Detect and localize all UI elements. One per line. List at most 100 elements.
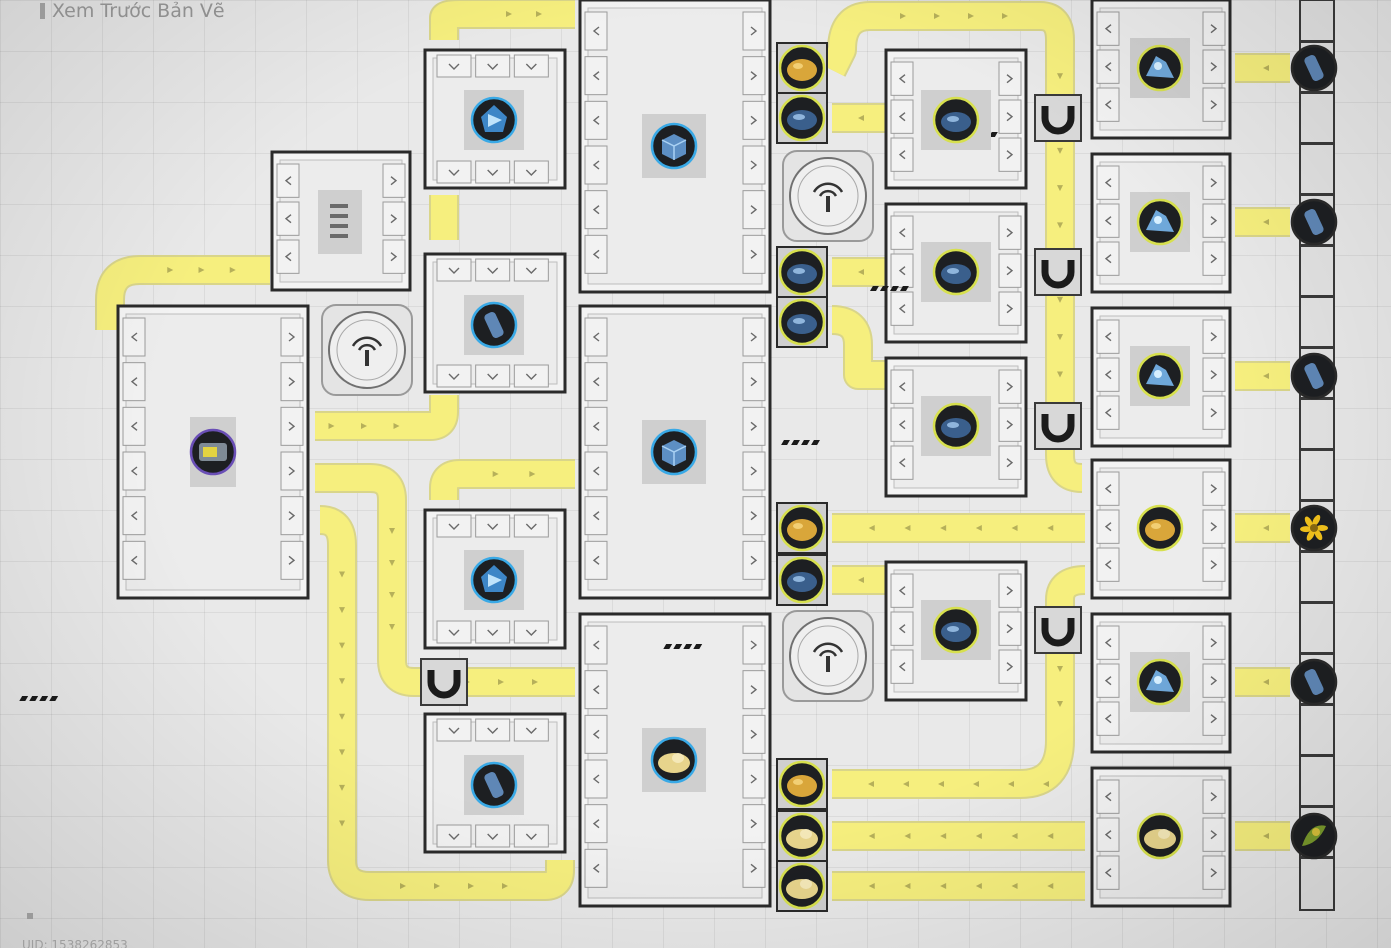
belt-arrow-icon [975, 883, 982, 889]
machine-port [513, 54, 549, 78]
belt-arrow-icon [904, 525, 911, 531]
belt-arrow-icon [1263, 525, 1269, 531]
refined-plate-icon [650, 122, 698, 170]
belt-arrow-icon [339, 642, 345, 649]
port-chevron-icon [288, 555, 296, 565]
port-chevron-icon [448, 523, 460, 530]
port-chevron-icon [1104, 370, 1112, 380]
belt-arrow-icon [1057, 222, 1063, 229]
port-chevron-icon [448, 833, 460, 840]
port-chevron-icon [750, 205, 758, 215]
machine-port [742, 234, 766, 274]
iron-ore-station [778, 94, 826, 142]
machine-port [436, 160, 472, 184]
port-chevron-icon [1104, 868, 1112, 878]
port-chevron-icon [750, 729, 758, 739]
port-chevron-icon [1210, 24, 1218, 34]
pale-ore-station [778, 862, 826, 910]
storage-slot [330, 214, 348, 218]
belt-arrow-icon [940, 833, 947, 839]
port-chevron-icon [592, 377, 600, 387]
port-chevron-icon [750, 863, 758, 873]
belt-arrow-icon [868, 833, 875, 839]
port-chevron-icon [1210, 100, 1218, 110]
machine-port [584, 100, 608, 140]
port-chevron-icon [1104, 830, 1112, 840]
port-chevron-icon [487, 727, 499, 734]
port-chevron-icon [1006, 112, 1014, 122]
machine-port [742, 190, 766, 230]
machine-port [436, 54, 472, 78]
rail-segment [1300, 448, 1334, 451]
rail-segment [1300, 601, 1334, 604]
rail-segment [1300, 244, 1334, 247]
conveyor-belt [315, 465, 575, 695]
machine-port [280, 496, 304, 536]
port-chevron-icon [592, 71, 600, 81]
machine-port [1202, 165, 1226, 200]
belt-arrow-icon [868, 525, 875, 531]
port-chevron-icon [750, 71, 758, 81]
port-chevron-icon [592, 729, 600, 739]
port-chevron-icon [750, 511, 758, 521]
belt-bridge-2 [958, 94, 1082, 142]
machine-port [584, 759, 608, 799]
port-chevron-icon [750, 466, 758, 476]
machine-port [1096, 395, 1120, 430]
bottle-filler-1 [423, 252, 567, 394]
port-chevron-icon [1210, 370, 1218, 380]
belt-arrow-icon [1008, 781, 1014, 787]
port-chevron-icon [1006, 458, 1014, 468]
machine-port [1202, 625, 1226, 660]
machine-port [280, 317, 304, 357]
port-chevron-icon [1104, 178, 1112, 188]
corner-marker [27, 913, 33, 919]
belt-arrow-icon [904, 833, 911, 839]
port-chevron-icon [898, 266, 906, 276]
conveyor-belt [315, 395, 457, 439]
machine-port [1096, 509, 1120, 544]
port-chevron-icon [1104, 522, 1112, 532]
machine-port [513, 824, 549, 848]
belt-arrow-icon [1011, 833, 1018, 839]
belt-arrow-icon [468, 883, 474, 889]
belt-arrow-icon [1263, 833, 1269, 839]
machine-port [1096, 241, 1120, 276]
port-chevron-icon [1210, 676, 1218, 686]
port-chevron-icon [750, 555, 758, 565]
port-chevron-icon [898, 382, 906, 392]
conveyor-belts [95, 0, 1290, 901]
antenna-mast-icon [826, 656, 830, 672]
port-chevron-icon [750, 421, 758, 431]
belt-arrow-icon [1057, 371, 1063, 378]
port-chevron-icon [750, 640, 758, 650]
machine-port [998, 253, 1022, 288]
machine-port [742, 848, 766, 888]
refined-plate-icon [650, 428, 698, 476]
machine-port [1096, 87, 1120, 122]
belt-arrow-icon [339, 713, 345, 720]
port-chevron-icon [1006, 304, 1014, 314]
machine-port [1096, 663, 1120, 698]
port-chevron-icon [525, 169, 537, 176]
rail-segment [1300, 193, 1334, 196]
port-chevron-icon [525, 523, 537, 530]
gold-ore-station [778, 504, 826, 552]
port-chevron-icon [592, 115, 600, 125]
amethyst-bottle-icon [470, 761, 518, 809]
machine-port [742, 451, 766, 491]
belt-arrow-icon [498, 679, 504, 685]
machine-port [122, 362, 146, 402]
machine-port [1096, 11, 1120, 46]
port-chevron-icon [1104, 792, 1112, 802]
pale-ore-product-icon [650, 736, 698, 784]
belt-arrow-icon [1047, 883, 1054, 889]
relay-tower-2 [782, 150, 874, 242]
belt-arrow-icon [904, 883, 911, 889]
depot-rail [1290, 0, 1338, 911]
port-chevron-icon [390, 252, 398, 262]
port-chevron-icon [284, 176, 292, 186]
relay-tower-1 [321, 304, 413, 396]
belt-arrow-icon [529, 471, 536, 477]
machine-port [890, 137, 914, 172]
